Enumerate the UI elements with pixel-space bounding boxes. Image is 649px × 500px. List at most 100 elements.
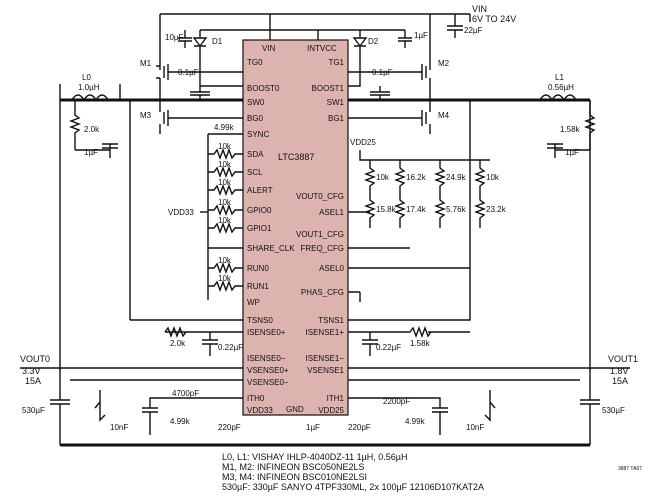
c-022u-l-label: 0.22µF	[218, 343, 243, 352]
pin-freq-cfg: FREQ_CFG	[300, 244, 344, 253]
r-158k-r-label: 1.58k	[560, 125, 581, 134]
inductor-l0	[71, 94, 109, 102]
pin-isense1: ISENSE1−	[306, 354, 345, 363]
mosfet-m3	[159, 100, 243, 134]
divider-resistor-pair	[394, 160, 406, 228]
divider-top-label: 16.2k	[406, 173, 427, 182]
pin-tg0: TG0	[247, 58, 263, 67]
c-530u-r-label: 530µF	[602, 406, 625, 415]
pin-sw1: SW1	[327, 98, 345, 107]
r-499k-label: 4.99k	[214, 123, 235, 132]
pin-vout1-cfg: VOUT1_CFG	[296, 230, 344, 239]
ith0-comp	[142, 397, 243, 435]
r-20k-sense-label: 2.0k	[170, 339, 186, 348]
c-10n-l-label: 10nF	[110, 423, 128, 432]
l0-value: 1.0µH	[78, 83, 100, 92]
vin-rail	[160, 13, 471, 22]
pin-isense0: ISENSE0−	[247, 354, 286, 363]
divider-bottom-label: 17.4k	[406, 205, 427, 214]
ntc-transistor-l	[94, 390, 106, 422]
mosfet-m4	[348, 100, 431, 134]
l0-leads	[59, 84, 121, 100]
l0-label: L0	[82, 73, 91, 82]
divider-bottom-label: 5.76k	[446, 205, 467, 214]
vin-range: 6V TO 24V	[472, 14, 516, 24]
cap-1u-l	[75, 143, 118, 158]
tsns0-sense-wire	[129, 100, 243, 321]
vdd25-rail	[359, 150, 490, 161]
pin-asel1: ASEL1	[319, 208, 344, 217]
cap-1u-top	[398, 30, 412, 48]
m4-label: M4	[438, 111, 450, 120]
pullup-resistor	[208, 148, 243, 160]
c-10n-r-label: 10nF	[466, 423, 484, 432]
bom-note: 530µF: 330µF SANYO 4TPF330ML, 2x 100µF 1…	[222, 482, 484, 492]
divider-bottom-label: 23.2k	[486, 205, 507, 214]
pin-boost1: BOOST1	[312, 84, 345, 93]
pin-bg0: BG0	[247, 114, 264, 123]
vout0-voltage: 3.3V	[22, 366, 41, 376]
cap-1u-top-label: 1µF	[414, 31, 428, 40]
c-1u-vdd-label: 1µF	[306, 423, 320, 432]
boost0-cap	[190, 58, 243, 100]
pin-vdd33: VDD33	[247, 406, 273, 415]
d2-label: D2	[368, 37, 379, 46]
pin-tg1: TG1	[328, 58, 344, 67]
pullup-resistor	[208, 204, 243, 216]
pin-run0: RUN0	[247, 264, 269, 273]
pin-intvcc: INTVCC	[307, 44, 337, 53]
bom-note: L0, L1: VISHAY IHLP-4040DZ-11 1µH, 0.56µ…	[222, 452, 407, 462]
divider-top-label: 24.9k	[446, 173, 467, 182]
vdd33-label-left: VDD33	[168, 208, 194, 217]
pin-boost0: BOOST0	[247, 84, 280, 93]
figure-id: 3887 TA07	[618, 466, 642, 472]
resistor-2k-sense	[164, 326, 243, 338]
pullup-resistor	[208, 222, 243, 234]
pin-run1: RUN1	[247, 282, 269, 291]
divider-resistor-pair	[474, 160, 486, 228]
vin-cap-22u	[447, 14, 463, 38]
pin-tsns0: TSNS0	[247, 316, 273, 325]
pullup-resistor-label: 10k	[218, 160, 232, 169]
pin-vsense1: VSENSE1	[307, 366, 344, 375]
cap-530u-r	[580, 368, 600, 445]
intvcc-net	[200, 29, 405, 40]
r-158k-sense-label: 1.58k	[410, 339, 431, 348]
c-022u-r-label: 0.22µF	[376, 343, 401, 352]
cap-022u-l	[202, 332, 218, 356]
c-1u-r-label: 1µF	[565, 148, 579, 157]
cap-10u-label: 10µF	[165, 33, 184, 42]
pin-isense0: ISENSE0+	[247, 328, 286, 337]
pin-alert: ALERT	[247, 186, 273, 195]
vout1-voltage: 1.8V	[610, 366, 629, 376]
cap-01u-left-label: 0.1µF	[178, 68, 199, 77]
vin-drain-wires	[159, 14, 431, 60]
mosfet-m1-leads	[156, 65, 160, 79]
mosfet-m1	[159, 60, 243, 100]
vout1-current: 15A	[612, 376, 628, 386]
cap-530u-l	[50, 368, 70, 445]
d1-label: D1	[212, 37, 223, 46]
cap-01u-right-label: 0.1µF	[372, 68, 393, 77]
tsns1-sense-wire	[348, 100, 471, 321]
l1-value: 0.56µH	[548, 83, 574, 92]
m1-label: M1	[140, 59, 152, 68]
mosfet-m2	[348, 60, 431, 100]
m2-label: M2	[438, 59, 450, 68]
vout0-label: VOUT0	[20, 354, 50, 364]
pullup-resistor	[208, 184, 243, 196]
pin-wp: WP	[247, 298, 260, 307]
vin-cap-label: 22µF	[464, 26, 483, 35]
r-2k-l-label: 2.0k	[84, 125, 100, 134]
m3-label: M3	[140, 111, 152, 120]
divider-resistor-pair	[434, 160, 446, 228]
pullup-resistor-label: 10k	[218, 178, 232, 187]
pin-share-clk: SHARE_CLK	[247, 244, 295, 253]
divider-resistor-pair	[364, 160, 376, 228]
inductor-l1	[539, 94, 577, 102]
chip-right-pins: TG1BOOST1SW1BG1VOUT0_CFGASEL1VOUT1_CFGFR…	[296, 58, 345, 415]
vdd25-label: VDD25	[350, 138, 376, 147]
